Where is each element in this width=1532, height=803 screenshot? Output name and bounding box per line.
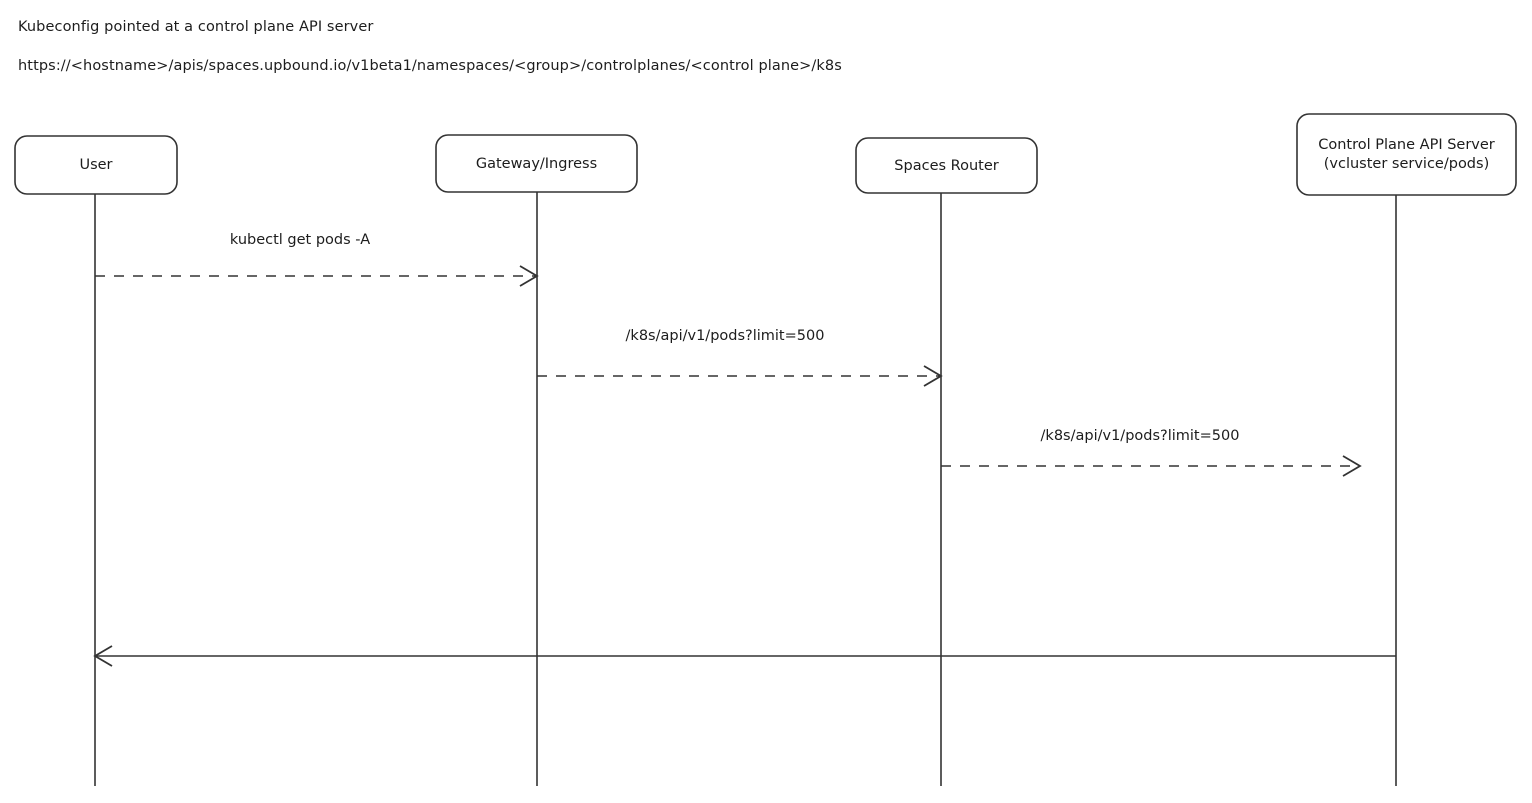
- arrowhead-msg-4: [93, 645, 113, 667]
- message-msg-2: [537, 365, 943, 387]
- arrowhead-msg-1: [519, 265, 539, 287]
- message-msg-4: [93, 645, 1396, 667]
- participant-box-gateway[interactable]: [435, 134, 638, 193]
- message-msg-3: [941, 455, 1362, 477]
- arrowhead-msg-2: [923, 365, 943, 387]
- arrowhead-msg-3: [1342, 455, 1362, 477]
- participant-box-user[interactable]: [14, 135, 178, 195]
- diagram-title: Kubeconfig pointed at a control plane AP…: [18, 19, 374, 35]
- participant-box-control-plane[interactable]: [1296, 113, 1517, 196]
- message-msg-1: [95, 265, 539, 287]
- kubeconfig-url: https://<hostname>/apis/spaces.upbound.i…: [18, 58, 842, 74]
- participant-box-spaces-router[interactable]: [855, 137, 1038, 194]
